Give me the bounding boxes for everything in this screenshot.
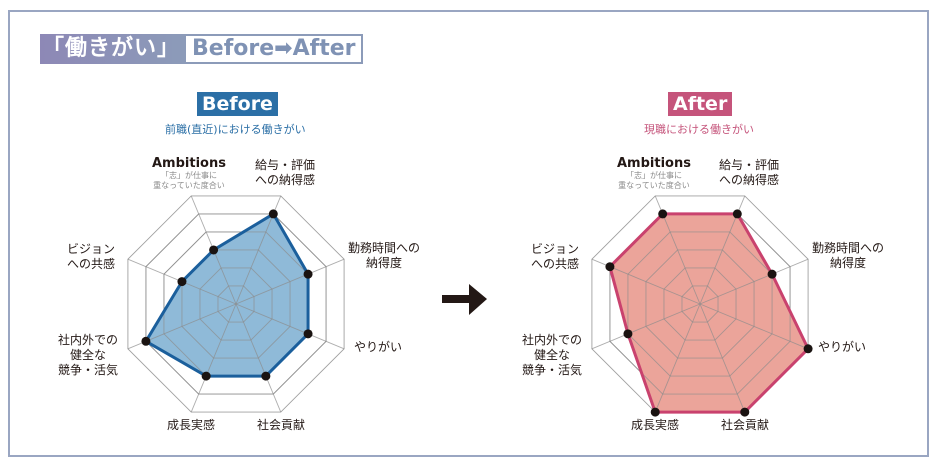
data-point: [767, 269, 777, 279]
data-point: [732, 209, 742, 219]
before-label-competition: 社内外での健全な競争・活気: [58, 333, 119, 377]
before-label-ambitions: Ambitions 「志」が仕事に 重なっていた度合い: [152, 156, 226, 190]
after-label-contribution: 社会貢献: [721, 418, 770, 432]
after-label-vision: ビジョンへの共感: [531, 242, 580, 271]
after-badge: After: [668, 92, 733, 116]
page-title: 「働きがい」 Before➡After: [40, 34, 364, 64]
after-label-ambitions: Ambitions 「志」が仕事に 重なっていた度合い: [617, 156, 691, 190]
after-radar-chart: [591, 195, 813, 417]
data-point: [303, 329, 313, 339]
after-label-salary: 給与・評価への納得感: [719, 158, 780, 187]
data-point: [201, 371, 211, 381]
title-before-after: Before➡After: [184, 34, 364, 64]
data-point: [650, 407, 660, 417]
data-point: [261, 371, 271, 381]
outer-frame: [8, 10, 929, 457]
before-label-vision: ビジョンへの共感: [67, 242, 116, 271]
arrow-right-icon: [442, 284, 487, 315]
data-point: [177, 277, 187, 287]
after-label-hours: 勤務時間への納得度: [812, 241, 885, 270]
before-radar-chart: [127, 195, 345, 413]
before-badge: Before: [197, 92, 278, 116]
before-label-growth: 成長実感: [167, 418, 216, 432]
title-main: 「働きがい」: [40, 34, 185, 64]
data-point: [209, 245, 219, 255]
data-point: [803, 344, 813, 354]
after-label-growth: 成長実感: [631, 418, 680, 432]
before-subtitle: 前職(直近)における働きがい: [165, 123, 306, 136]
after-subtitle: 現職における働きがい: [644, 123, 754, 136]
data-point: [141, 336, 151, 346]
data-point: [605, 262, 615, 272]
before-label-contribution: 社会貢献: [257, 418, 306, 432]
data-point: [268, 209, 278, 219]
data-point: [303, 269, 313, 279]
after-label-rewarding: やりがい: [818, 340, 867, 354]
before-label-hours: 勤務時間への納得度: [348, 241, 421, 270]
before-label-salary: 給与・評価への納得感: [255, 158, 316, 187]
data-point: [740, 407, 750, 417]
data-point: [658, 209, 668, 219]
before-label-rewarding: やりがい: [354, 340, 403, 354]
data-point: [623, 329, 633, 339]
after-label-competition: 社内外での健全な競争・活気: [522, 333, 583, 377]
